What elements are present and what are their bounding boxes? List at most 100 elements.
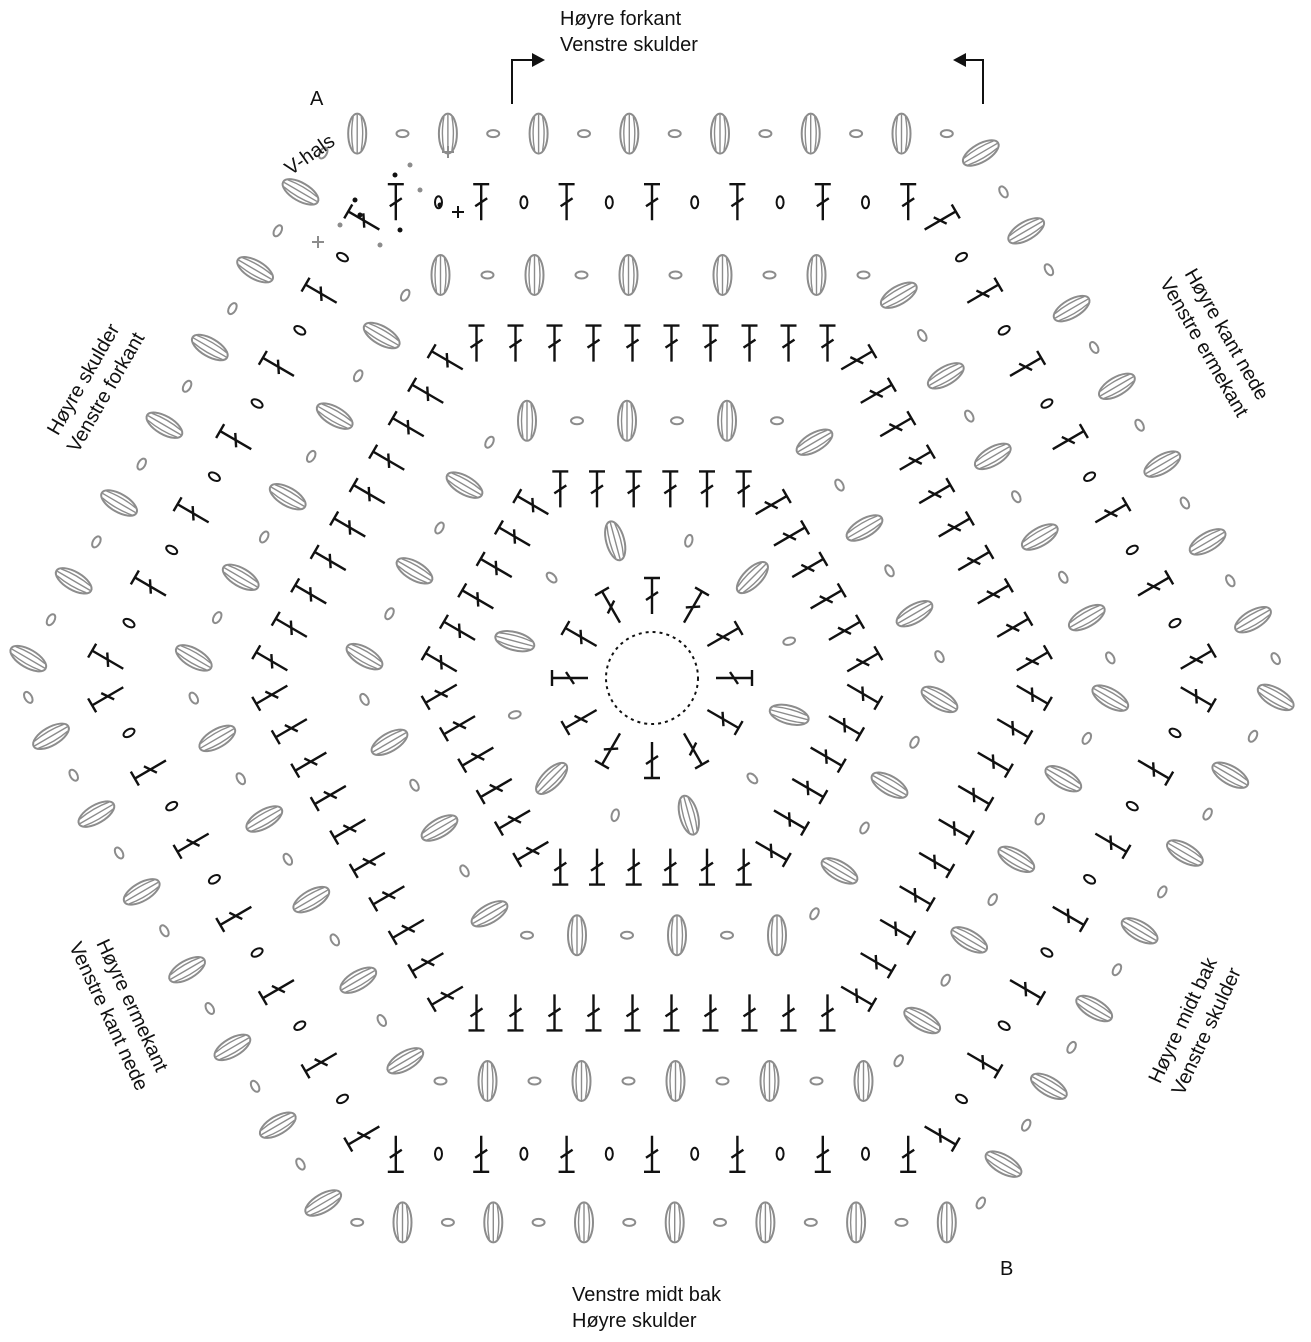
chain-stitch-icon [165,800,179,812]
treble-stitch-icon [954,779,993,811]
treble-lines [703,621,742,653]
treble-stitch-icon [508,326,524,362]
puff-lines [605,521,625,561]
treble-lines [843,646,882,678]
treble-stitch-icon [915,478,954,510]
treble-stitch-icon [428,980,467,1012]
treble-stitch-icon [440,709,479,741]
puff-stitch-icon [432,255,450,295]
chain-stitch-icon [578,130,590,137]
treble-stitch-icon [825,709,864,741]
treble-stitch-icon [586,326,602,362]
treble-stitch-icon [900,184,916,220]
puff-stitch-icon [620,255,638,295]
chain-stitch-icon [165,544,179,556]
chain-stitch-icon [397,130,409,137]
treble-stitch-icon [508,994,524,1030]
treble-lines [216,900,255,932]
treble-lines [664,994,680,1030]
treble-stitch-icon [272,712,311,744]
puff-stitch-icon [360,318,404,354]
treble-stitch-icon [1091,497,1130,529]
treble-lines [272,612,311,644]
chain-stitch-icon [691,196,698,208]
treble-lines [508,994,524,1030]
puff-stitch-icon [847,1202,865,1242]
treble-stitch-icon [552,849,568,885]
treble-stitch-icon [473,184,489,220]
treble-stitch-icon [1049,900,1088,932]
treble-lines [344,1120,383,1152]
treble-lines [935,512,974,544]
puff-lines [622,402,633,440]
treble-stitch-icon [664,326,680,362]
chain-stitch-icon [207,471,221,483]
treble-lines [825,615,864,647]
marker-a: A [310,86,323,112]
puff-stitch-icon [714,255,732,295]
slip-stitch-dot-icon [408,163,413,168]
treble-lines [662,471,678,507]
chain-stitch-icon [623,1078,635,1085]
treble-stitch-icon [807,583,846,615]
treble-stitch-icon [825,615,864,647]
treble-lines [559,184,575,220]
chain-stitch-icon [122,617,136,629]
chain-stitch-icon [997,324,1011,336]
treble-lines [473,1136,489,1172]
treble-lines [770,521,809,553]
treble-lines [408,378,447,410]
treble-stitch-icon [857,946,896,978]
treble-stitch-icon [703,703,742,735]
puff-stitch-icon [383,1043,427,1079]
chain-stitch-icon [1083,471,1097,483]
puff-stitch-icon [211,1030,255,1066]
treble-stitch-icon [350,846,389,878]
treble-lines [703,326,719,362]
puff-lines [522,402,533,440]
treble-stitch-icon [302,1046,341,1078]
treble-stitch-icon [837,344,876,376]
treble-stitch-icon [547,326,563,362]
puff-lines [533,115,544,153]
puff-stitch-icon [313,398,357,434]
treble-lines [547,994,563,1030]
puff-stitch-icon [959,135,1003,171]
treble-stitch-icon [458,741,497,773]
treble-lines [422,646,461,678]
chain-stitch-icon [1125,800,1139,812]
center-layer [606,632,698,724]
chain-stitch-icon [1270,652,1282,666]
treble-lines [807,741,846,773]
chain-stitch-icon [1043,263,1055,277]
chain-stitch-icon [188,691,200,705]
treble-lines [559,1136,575,1172]
treble-lines [508,326,524,362]
treble-lines [589,471,605,507]
chain-stitch-icon [771,417,783,424]
round-1 [552,578,752,778]
chain-stitch-icon [610,808,620,821]
chain-stitch-icon [122,727,136,739]
puff-stitch-icon [718,401,736,441]
treble-stitch-icon [644,184,660,220]
treble-stitch-icon [561,621,600,653]
treble-lines [788,552,827,584]
treble-lines [820,326,836,362]
treble-lines [552,471,568,507]
treble-lines [1177,680,1216,712]
treble-stitch-icon [921,205,960,237]
puff-stitch-icon [1050,291,1094,327]
chain-stitch-icon [207,873,221,885]
treble-stitch-icon [311,545,350,577]
treble-lines [921,1120,960,1152]
treble-lines [369,879,408,911]
slip-stitch-dot-icon [418,188,423,193]
puff-stitch-icon [843,510,887,546]
puff-stitch-icon [1041,761,1085,797]
treble-lines [876,913,915,945]
treble-stitch-icon [458,583,497,615]
puff-lines [669,1203,680,1241]
puff-stitch-icon [1186,524,1230,560]
treble-stitch-icon [495,521,534,553]
